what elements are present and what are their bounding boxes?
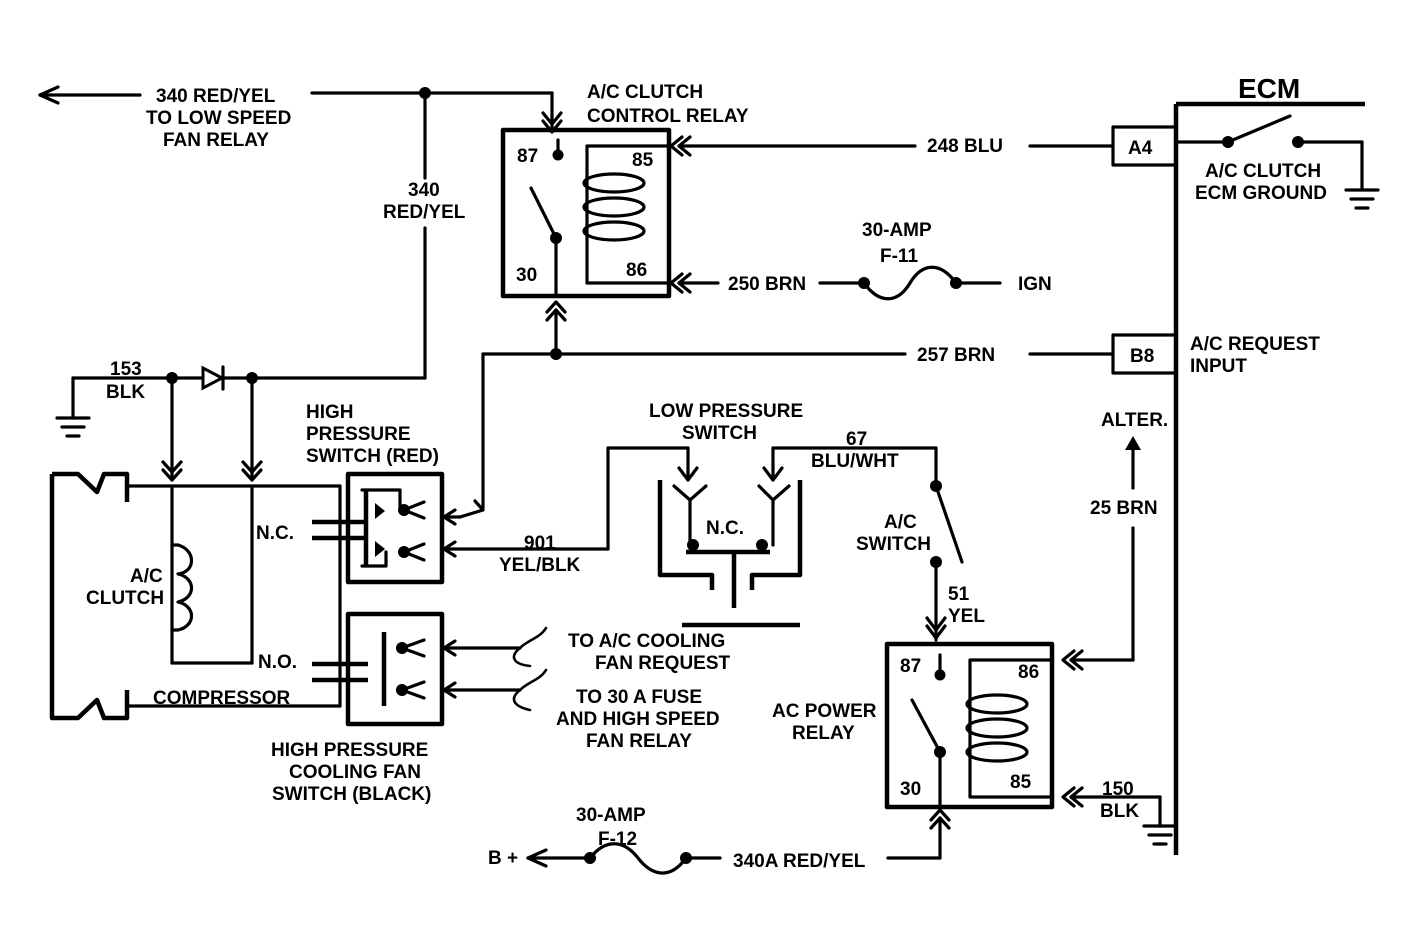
svg-text:250 BRN: 250 BRN — [728, 274, 806, 295]
ac-switch — [925, 480, 964, 642]
fuse-f11 — [862, 265, 958, 301]
wire-340-vert-label: 340 RED/YEL — [383, 180, 466, 223]
compressor-label: COMPRESSOR — [153, 688, 291, 709]
svg-text:248 BLU: 248 BLU — [927, 136, 1003, 157]
alter-label: ALTER. — [1101, 410, 1168, 431]
control-relay-title: A/C CLUTCH CONTROL RELAY — [587, 82, 749, 127]
svg-text:257 BRN: 257 BRN — [917, 345, 995, 366]
ac-clutch-control-relay: 87 85 30 86 — [500, 127, 672, 299]
wire-51-label: 51 YEL — [948, 584, 985, 627]
wire-67-blu-wht — [762, 446, 938, 488]
wire-248-blu: 248 BLU — [669, 135, 1115, 157]
svg-text:86: 86 — [626, 260, 647, 281]
no-label: N.O. — [258, 652, 297, 673]
wire-150-blk — [1061, 786, 1178, 846]
power-relay-title: AC POWER RELAY — [772, 701, 882, 744]
svg-text:87: 87 — [900, 656, 921, 677]
b-plus-label: B + — [488, 848, 518, 869]
ac-clutch-label: A/C CLUTCH — [86, 566, 168, 609]
clutch-coil — [176, 543, 194, 632]
high-pressure-cooling-fan-switch-black — [312, 611, 548, 727]
nc-low-label: N.C. — [706, 518, 744, 539]
compressor — [49, 471, 342, 721]
wire-257-brn: 257 BRN — [442, 300, 1115, 526]
wire-25-brn: 25 BRN — [1061, 436, 1158, 671]
svg-text:85: 85 — [632, 150, 654, 171]
svg-text:340A RED/YEL: 340A RED/YEL — [733, 851, 866, 872]
wire-901-yel-blk — [442, 446, 699, 558]
ac-power-relay: 87 86 30 85 — [884, 641, 1055, 810]
wire-340-top-label: 340 RED/YEL TO LOW SPEED FAN RELAY — [146, 86, 297, 151]
high-pressure-switch-label: HIGH PRESSURE SWITCH (RED) — [306, 402, 439, 467]
fuse-f12-label: 30-AMP F-12 — [576, 805, 651, 850]
low-pressure-switch — [657, 480, 803, 628]
wire-153-blk — [55, 365, 427, 482]
svg-text:30: 30 — [900, 779, 921, 800]
cooling-fan-request-label: TO A/C COOLING FAN REQUEST — [568, 631, 731, 674]
wire-67-label: 67 BLU/WHT — [811, 429, 899, 472]
fuse-high-speed-label: TO 30 A FUSE AND HIGH SPEED FAN RELAY — [556, 687, 725, 752]
ecm-title: ECM — [1238, 73, 1300, 104]
svg-text:A4: A4 — [1128, 138, 1153, 159]
wire-340a-red-yel: 340A RED/YEL — [526, 808, 951, 875]
wire-150-label: 150 BLK — [1100, 779, 1139, 822]
ecm-request-input-label: A/C REQUEST INPUT — [1190, 334, 1325, 377]
ecm: ECM A4 B8 A/C CLUTCH ECM GROUND A/C REQU… — [1111, 73, 1380, 855]
fuse-f11-label: 30-AMP F-11 — [862, 220, 937, 267]
svg-text:25 BRN: 25 BRN — [1090, 498, 1158, 519]
svg-text:86: 86 — [1018, 662, 1039, 683]
hp-cooling-fan-switch-label: HIGH PRESSURE COOLING FAN SWITCH (BLACK) — [271, 740, 434, 805]
svg-text:30: 30 — [516, 265, 537, 286]
ecm-clutch-ground-label: A/C CLUTCH ECM GROUND — [1195, 161, 1327, 204]
wire-901-label: 901 YEL/BLK — [499, 533, 581, 576]
ign-label: IGN — [1018, 274, 1052, 295]
wire-340-red-yel — [38, 85, 563, 380]
svg-text:B8: B8 — [1130, 346, 1154, 367]
ecm-ground-switch — [1174, 114, 1380, 210]
low-pressure-switch-label: LOW PRESSURE SWITCH — [649, 401, 808, 444]
diode — [201, 365, 226, 391]
svg-text:85: 85 — [1010, 772, 1032, 793]
wire-250-brn: 250 BRN IGN — [669, 265, 1052, 301]
svg-text:87: 87 — [517, 146, 538, 167]
nc-label: N.C. — [256, 523, 294, 544]
high-pressure-switch-red — [312, 471, 445, 585]
fuse-f12 — [588, 842, 688, 875]
wire-153-label: 153 BLK — [106, 359, 147, 403]
ac-switch-label: A/C SWITCH — [856, 512, 931, 555]
